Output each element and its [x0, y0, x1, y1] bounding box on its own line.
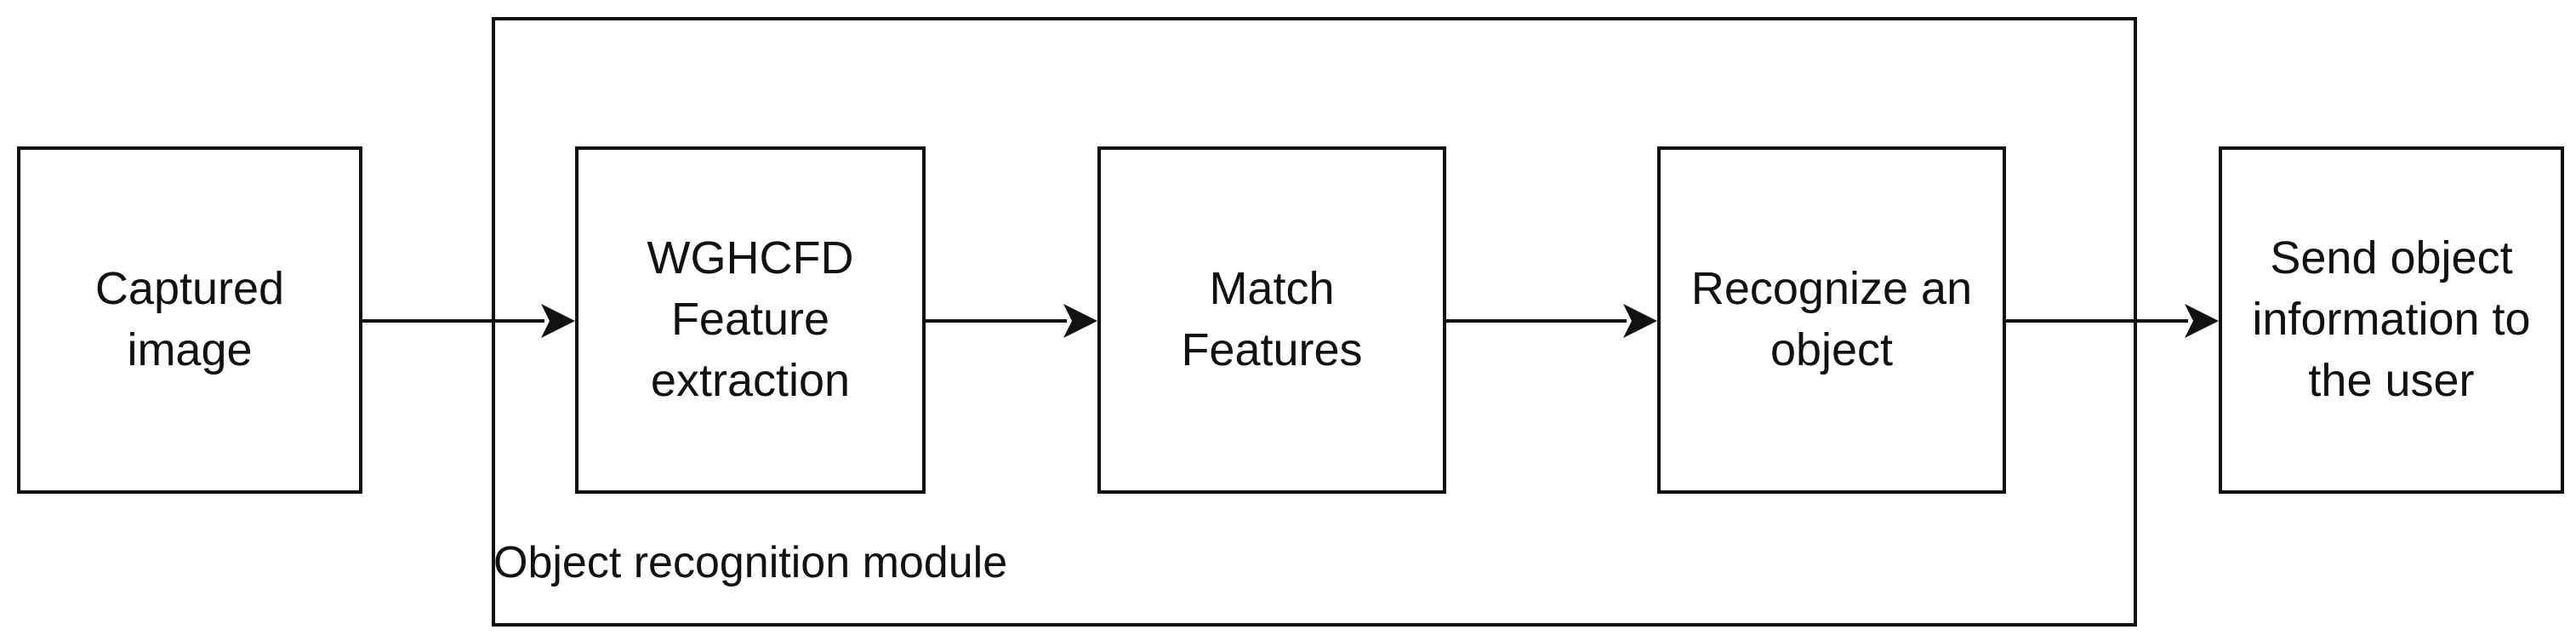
node-send-object-information: Send object information to the user: [2219, 146, 2564, 494]
node-recognize-an-object: Recognize an object: [1657, 146, 2006, 494]
arrowhead-icon: [1063, 304, 1097, 338]
node-match-features: Match Features: [1097, 146, 1446, 494]
node-captured-image: Captured image: [17, 146, 362, 494]
arrowhead-icon: [2185, 304, 2219, 338]
node-wghcfd-feature-extraction: WGHCFD Feature extraction: [575, 146, 926, 494]
node-label: WGHCFD Feature extraction: [647, 232, 854, 406]
module-label: Object recognition module: [493, 538, 1008, 587]
node-label: Send object information to the user: [2252, 232, 2531, 406]
node-label: Recognize an object: [1690, 263, 1973, 375]
node-label: Match Features: [1181, 263, 1363, 375]
arrowhead-icon: [1623, 304, 1657, 338]
arrowhead-icon: [541, 304, 575, 338]
node-label: Captured image: [94, 263, 285, 375]
